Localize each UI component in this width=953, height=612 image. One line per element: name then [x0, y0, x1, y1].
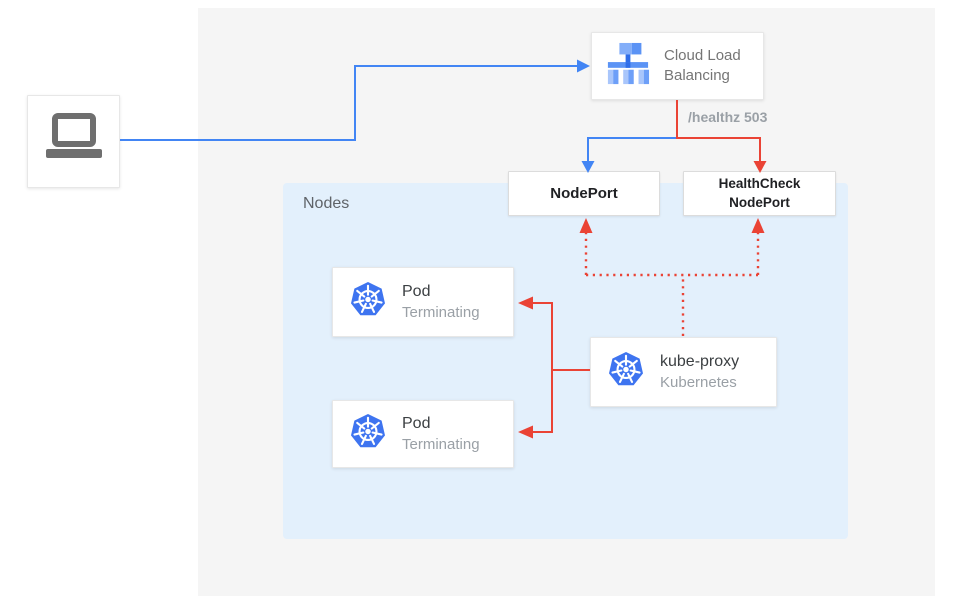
kubernetes-icon	[607, 351, 645, 394]
pod-status: Terminating	[402, 435, 480, 453]
nodes-label: Nodes	[303, 195, 350, 212]
laptop-icon	[41, 111, 107, 172]
nodeport-label: NodePort	[550, 185, 618, 202]
nodeport-node: NodePort	[508, 171, 660, 216]
cloud-load-balancing-node: Cloud Load Balancing	[591, 32, 764, 100]
kube-proxy-node: kube-proxy Kubernetes	[590, 337, 777, 407]
client-node	[27, 95, 120, 188]
pod-terminating-node-2: Pod Terminating	[332, 400, 514, 468]
cloud-load-balancing-label: Cloud Load Balancing	[664, 46, 741, 84]
pod-title: Pod	[402, 282, 431, 300]
pod-terminating-node-1: Pod Terminating	[332, 267, 514, 337]
healthz-503-annotation: /healthz 503	[688, 109, 768, 125]
kube-proxy-subtitle: Kubernetes	[660, 373, 737, 391]
kubernetes-icon	[349, 281, 387, 324]
healthcheck-nodeport-node: HealthCheck NodePort	[683, 171, 836, 216]
healthcheck-nodeport-label: HealthCheck NodePort	[718, 176, 801, 210]
kube-proxy-title: kube-proxy	[660, 352, 740, 370]
pod-title: Pod	[402, 414, 431, 432]
kubernetes-icon	[349, 413, 387, 456]
pod-status: Terminating	[402, 303, 480, 321]
cloud-load-balancing-icon	[605, 42, 651, 91]
